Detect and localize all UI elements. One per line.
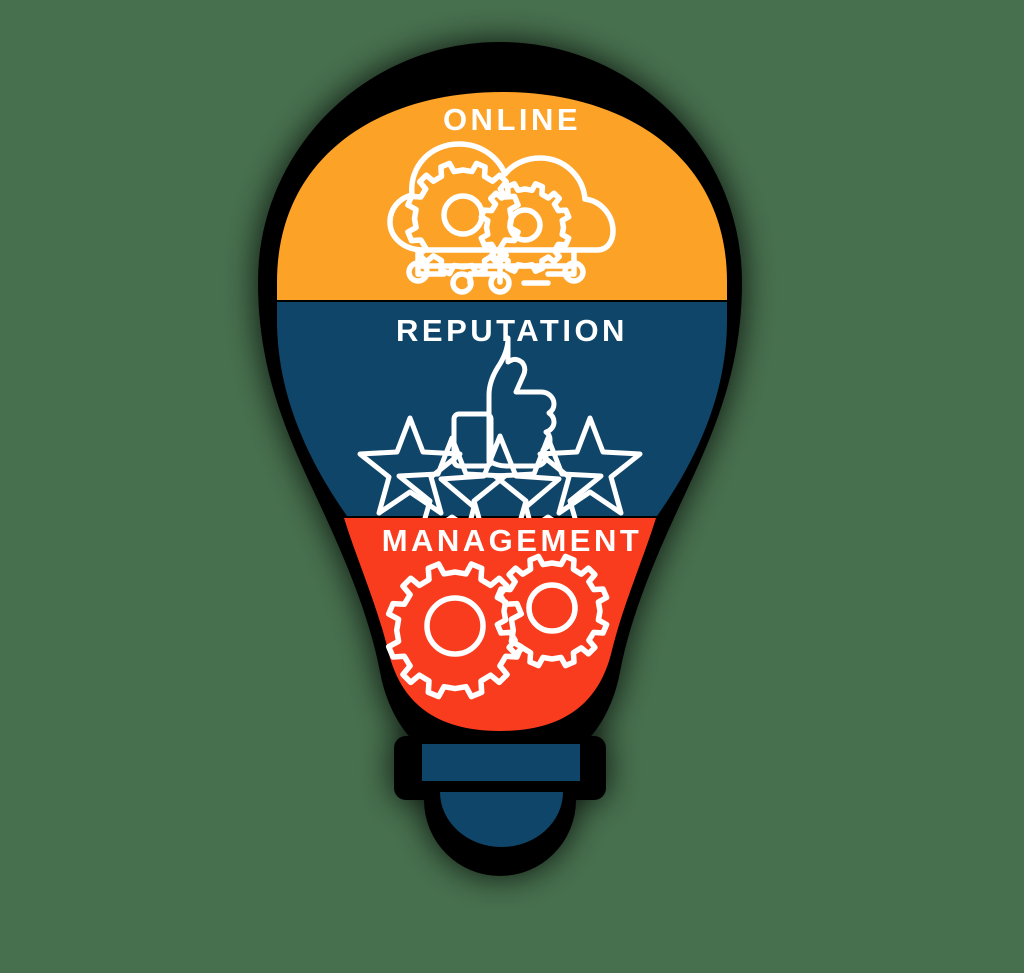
star-4 — [492, 435, 604, 542]
gear-right-icon — [494, 553, 610, 669]
band-online-label: ONLINE — [442, 102, 582, 137]
contact-bar — [422, 744, 580, 781]
band-management-label: MANAGEMENT — [381, 523, 643, 558]
star-2 — [396, 435, 508, 542]
band-reputation-fill — [277, 302, 727, 516]
star-rating-icon — [357, 415, 643, 552]
bulb-base[interactable] — [422, 744, 580, 847]
contact-cap — [440, 792, 563, 847]
band-online[interactable] — [277, 92, 727, 300]
cloud-gears-icon — [387, 141, 616, 295]
band-reputation[interactable] — [277, 302, 727, 552]
band-reputation-label: REPUTATION — [396, 313, 628, 348]
two-gears-icon — [385, 553, 610, 700]
band-management[interactable] — [344, 518, 656, 731]
